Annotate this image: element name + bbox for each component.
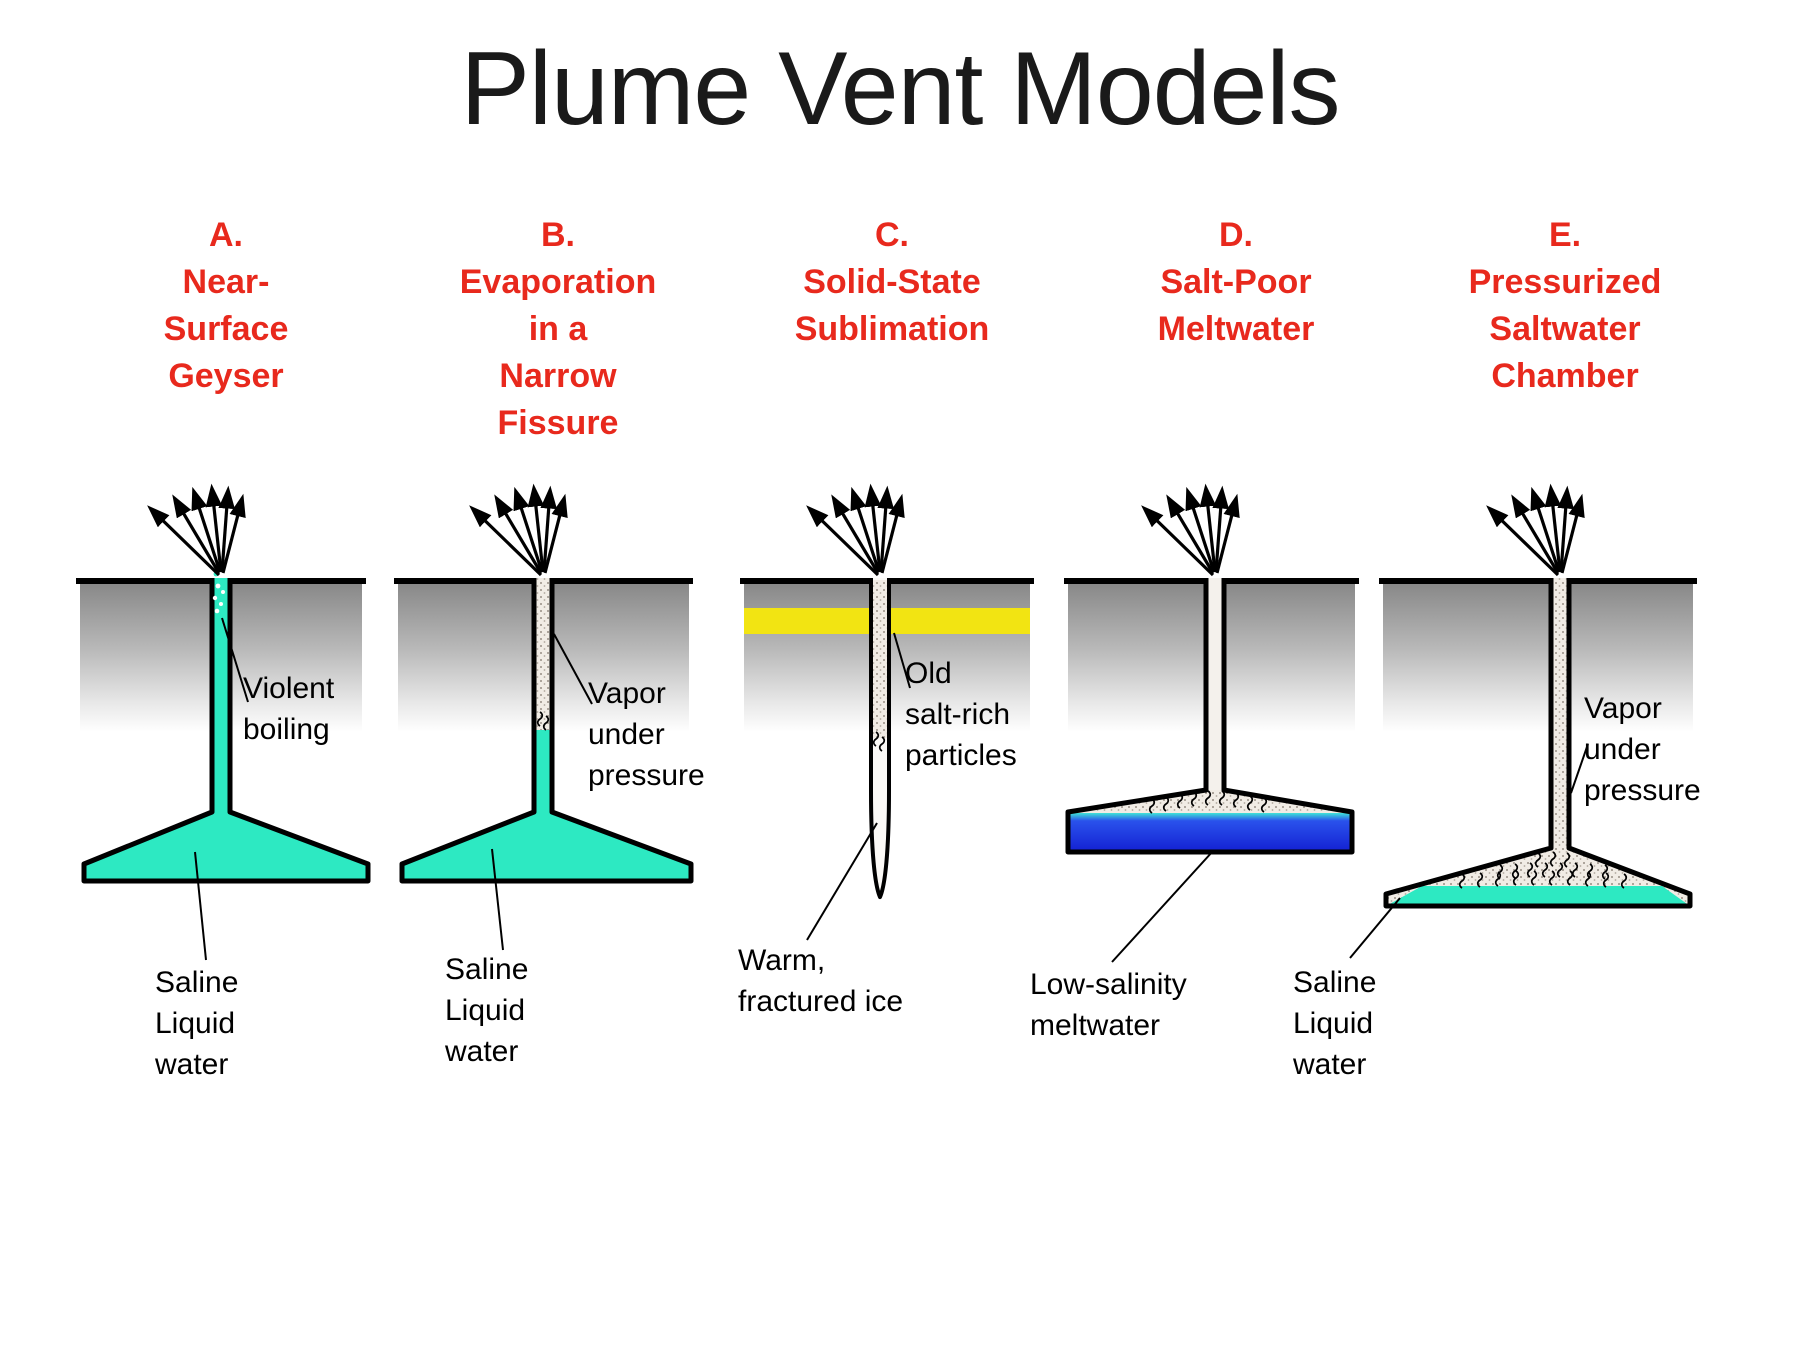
meltwater-chamber [1068, 813, 1352, 852]
plume-arrows [151, 489, 242, 575]
panel-e-diagram [1349, 489, 1697, 959]
warm-fractured-ice-label: Warm, fractured ice [738, 944, 904, 1019]
vapor-pressure-label-b: Vapor under pressure [588, 677, 705, 793]
vent-channel-and-liquid-chamber [81, 578, 371, 884]
low-salinity-meltwater-label: Low-salinity meltwater [1030, 968, 1187, 1043]
plume-arrows [810, 489, 901, 575]
saline-water-pointer [491, 848, 504, 951]
vapor-pointer [553, 633, 593, 705]
meltwater-pointer [1111, 850, 1214, 963]
panel-e-header: E. Pressurized Saltwater Chamber [1468, 216, 1662, 395]
panel-c-diagram [740, 489, 1034, 941]
vapor-column [873, 580, 887, 738]
old-salt-particles-label: Old salt-rich particles [905, 657, 1017, 773]
panel-a-diagram [76, 489, 371, 961]
plume-arrows [473, 489, 564, 575]
saline-liquid-layer [1386, 886, 1690, 906]
plume-arrows [1145, 489, 1236, 575]
vent-channel-outline [1383, 578, 1693, 909]
panel-d-diagram [1064, 489, 1359, 963]
panel-b-header: B. Evaporation in a Narrow Fissure [459, 216, 657, 442]
vapor-column [534, 578, 552, 730]
saline-water-label-b: Saline Liquid water [445, 953, 529, 1069]
figure-title: Plume Vent Models [460, 31, 1340, 147]
vapor-pressure-label-e: Vapor under pressure [1584, 692, 1701, 808]
vapor-pointer [1570, 743, 1589, 794]
vent-channel-outline [399, 578, 694, 884]
warm-ice-pointer [806, 822, 878, 941]
violent-boiling-pointer [221, 617, 249, 703]
ice-block [1383, 582, 1693, 732]
panel-c-header: C. Solid-State Sublimation [794, 216, 990, 348]
liquid-chamber [402, 730, 691, 881]
vent-channel-fill [1206, 578, 1224, 790]
panel-b-diagram [394, 489, 694, 951]
panel-a-header: A. Near- Surface Geyser [163, 216, 289, 395]
saline-water-pointer [194, 851, 207, 961]
saline-water-pointer [1349, 897, 1401, 959]
vapor-column [1551, 578, 1569, 850]
plume-arrows [1490, 489, 1581, 575]
violent-boiling-label: Violent boiling [243, 672, 335, 747]
saline-water-label-a: Saline Liquid water [155, 966, 239, 1082]
salt-particles-pointer [893, 632, 911, 689]
saline-water-label-e: Saline Liquid water [1293, 966, 1377, 1082]
vent-channel-outline [1065, 578, 1355, 855]
panel-d-header: D. Salt-Poor Meltwater [1157, 216, 1315, 348]
